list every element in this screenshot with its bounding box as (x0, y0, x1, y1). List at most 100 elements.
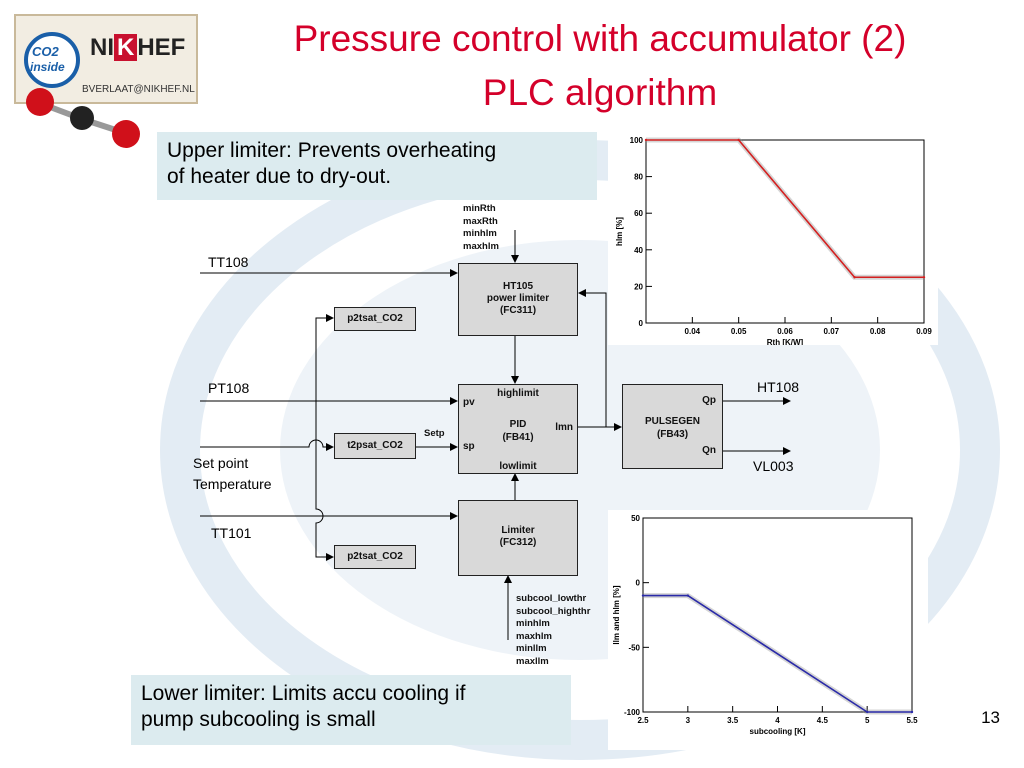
params-bottom: subcool_lowthr subcool_highthr minhlm ma… (516, 593, 590, 668)
x-tick-label: 0.06 (777, 327, 793, 336)
upper-note-line1: Upper limiter: Prevents overheating (167, 139, 497, 162)
param-top-item: minhlm (463, 228, 497, 239)
page-number: 13 (981, 708, 1000, 727)
pulsegen-block: Qp PULSEGEN (FB43) Qn (622, 384, 723, 469)
limiter-label: Limiter (501, 525, 535, 536)
signal-setpoint-line2: Temperature (193, 476, 272, 492)
pulsegen-code: (FB43) (656, 429, 689, 440)
chart-background (608, 127, 938, 345)
y-axis-label: llm and hlm [%] (612, 585, 621, 644)
x-tick-label: 3.5 (727, 716, 739, 725)
ht105-label: HT105 (502, 281, 533, 292)
param-top-item: minRth (463, 203, 496, 214)
y-tick-label: -100 (624, 708, 641, 717)
nikhef-left: NI (90, 34, 114, 61)
y-tick-label: -50 (628, 643, 640, 652)
param-bottom-item: minhlm (516, 618, 550, 629)
data-point (644, 138, 648, 142)
pid-lmn: lmn (555, 422, 573, 433)
co2-badge-bottom: inside (30, 60, 65, 74)
param-bottom-item: minllm (516, 643, 547, 654)
x-axis-label: subcooling [K] (750, 727, 806, 736)
param-top-item: maxRth (463, 215, 498, 227)
x-tick-label: 0.09 (916, 327, 932, 336)
lower-note-line2: pump subcooling is small (141, 708, 376, 731)
x-tick-label: 2.5 (637, 716, 649, 725)
signal-tt108: TT108 (208, 254, 249, 270)
chart-background (608, 510, 928, 750)
y-tick-label: 80 (634, 173, 643, 182)
data-point (737, 138, 740, 142)
params-top: minRth maxRth minhlm maxhlm (463, 203, 499, 253)
y-tick-label: 40 (634, 246, 643, 255)
param-bottom-item: subcool_lowthr (516, 593, 587, 604)
pid-highlimit: highlimit (497, 388, 539, 399)
data-point (641, 594, 645, 597)
upper-limiter-note: Upper limiter: Prevents overheating of h… (157, 132, 597, 200)
ht105-power-limiter-block: HT105 power limiter (FC311) (458, 263, 578, 336)
limiter-block: Limiter (FC312) (458, 500, 578, 576)
param-bottom-item: maxllm (516, 655, 549, 667)
data-point (922, 276, 926, 279)
t2psat-block: t2psat_CO2 (334, 433, 416, 459)
p2tsat-block-top: p2tsat_CO2 (334, 307, 416, 331)
slide-title-line1: Pressure control with accumulator (2) (293, 18, 907, 59)
nikhef-mid: K (114, 34, 138, 61)
y-tick-label: 0 (636, 579, 641, 588)
pid-label: PID (509, 419, 527, 430)
co2-badge-top: CO2 (32, 44, 59, 59)
data-point (686, 594, 690, 597)
x-tick-label: 0.05 (731, 327, 747, 336)
y-tick-label: 0 (639, 319, 644, 328)
molecule-icon (26, 88, 140, 148)
x-axis-label: Rth [K/W] (767, 338, 804, 345)
p2tsat-block-bottom: p2tsat_CO2 (334, 545, 416, 569)
y-tick-label: 50 (631, 514, 640, 523)
series-line (646, 139, 924, 279)
param-top-item: maxhlm (463, 240, 499, 252)
pid-block: highlimit pv sp PID (FB41) lmn lowlimit (458, 384, 578, 474)
x-tick-label: 0.08 (870, 327, 886, 336)
ht105-code: (FC311) (499, 305, 537, 316)
pid-code: (FB41) (502, 432, 534, 443)
y-axis-label: hlm [%] (615, 217, 624, 246)
lower-note-line1: Lower limiter: Limits accu cooling if (141, 682, 466, 705)
data-point (865, 710, 869, 714)
slide-title-line2: PLC algorithm (482, 72, 718, 113)
x-tick-label: 5 (865, 716, 870, 725)
logo-email: BVERLAAT@NIKHEF.NL (82, 84, 195, 95)
signal-pt108: PT108 (208, 380, 250, 396)
x-tick-label: 4 (775, 716, 780, 725)
pulsegen-label: PULSEGEN (644, 416, 700, 427)
x-tick-label: 5.5 (906, 716, 918, 725)
pid-lowlimit: lowlimit (499, 461, 537, 472)
param-bottom-item: maxhlm (516, 630, 552, 642)
data-point (910, 710, 914, 714)
signal-ht108: HT108 (757, 379, 800, 395)
pid-sp: sp (463, 441, 475, 452)
signal-tt101: TT101 (211, 525, 252, 541)
limiter-code: (FC312) (499, 537, 537, 548)
y-tick-label: 60 (634, 209, 643, 218)
x-tick-label: 0.04 (685, 327, 701, 336)
x-tick-label: 3 (686, 716, 691, 725)
lower-limiter-note: Lower limiter: Limits accu cooling if pu… (131, 675, 571, 745)
upper-note-line2: of heater due to dry-out. (167, 165, 392, 188)
nikhef-right: HEF (137, 34, 186, 61)
co2-inside-badge (24, 32, 80, 88)
series-line (643, 594, 912, 713)
y-tick-label: 100 (630, 136, 644, 145)
setp-label: Setp (424, 428, 445, 439)
upper-limiter-chart: 0.04 0.05 0.06 0.07 0.08 0.09 0 20 40 60 80 100Rth … (608, 127, 938, 345)
pid-pv: pv (463, 397, 475, 408)
x-tick-label: 0.07 (824, 327, 840, 336)
pulsegen-qn: Qn (702, 445, 716, 456)
pulsegen-qp: Qp (702, 395, 716, 406)
param-bottom-item: subcool_highthr (516, 605, 591, 617)
y-tick-label: 20 (634, 282, 643, 291)
signal-setpoint-line1: Set point (193, 455, 249, 471)
